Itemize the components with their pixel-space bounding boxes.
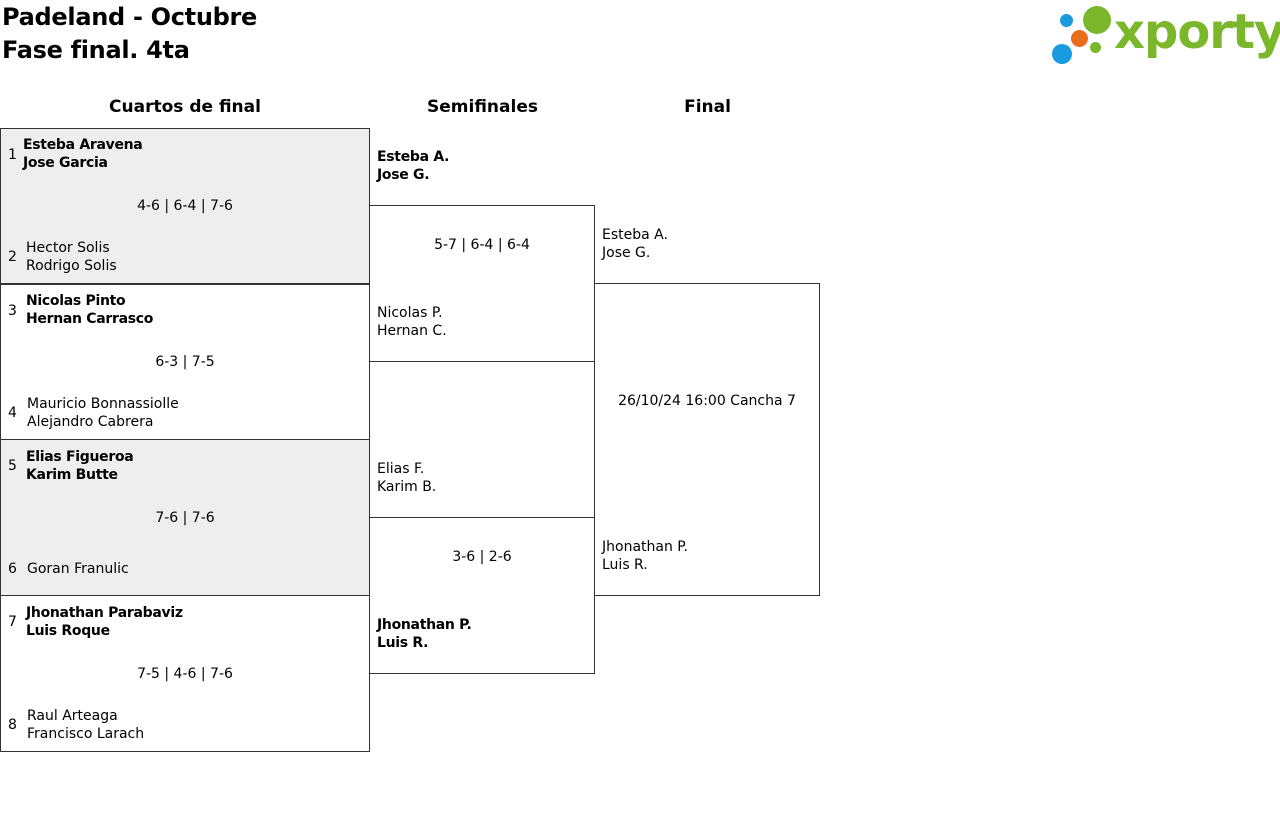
round-header-final: Final [684, 97, 731, 117]
player-name: Hector Solis [26, 240, 110, 256]
player-name: Karim B. [377, 479, 437, 495]
player-name: Elias Figueroa [26, 449, 134, 465]
team-loser: Nicolas P. Hernan C. [377, 304, 447, 340]
xporty-logo[interactable]: xporty [1050, 4, 1280, 68]
logo-dot-blue-small-icon [1060, 14, 1073, 27]
player-name: Raul Arteaga [27, 708, 118, 724]
player-name: Mauricio Bonnassiolle [27, 396, 179, 412]
seed-number: 8 [8, 717, 17, 733]
seed-number: 5 [8, 458, 17, 474]
team-loser: Goran Franulic [27, 560, 129, 578]
final-team-a: Esteba A. Jose G. [602, 226, 668, 262]
team-winner: Jhonathan Parabaviz Luis Roque [26, 604, 183, 640]
match-score: 5-7 | 6-4 | 6-4 [434, 237, 530, 253]
match-score: 7-5 | 4-6 | 7-6 [137, 666, 233, 682]
seed-number: 6 [8, 561, 17, 577]
round-header-semifinals: Semifinales [427, 97, 538, 117]
player-name: Karim Butte [26, 467, 118, 483]
player-name: Esteba A. [602, 227, 668, 243]
seed-number: 7 [8, 614, 17, 630]
match-score: 3-6 | 2-6 [452, 549, 512, 565]
seed-number: 4 [8, 405, 17, 421]
team-winner: Esteba Aravena Jose Garcia [23, 136, 143, 172]
team-winner: Jhonathan P. Luis R. [377, 616, 472, 652]
final-team-b: Jhonathan P. Luis R. [602, 538, 688, 574]
quarterfinal-match-1[interactable]: 1 Esteba Aravena Jose Garcia 4-6 | 6-4 |… [0, 128, 370, 285]
player-name: Rodrigo Solis [26, 258, 117, 274]
match-score: 7-6 | 7-6 [155, 510, 215, 526]
player-name: Luis Roque [26, 623, 110, 639]
semifinal-2-team-loser: Elias F. Karim B. [377, 460, 436, 496]
player-name: Esteba A. [377, 149, 450, 165]
final-match[interactable]: 26/10/24 16:00 Cancha 7 Jhonathan P. Lui… [594, 283, 820, 596]
match-score: 6-3 | 7-5 [155, 354, 215, 370]
player-name: Alejandro Cabrera [27, 414, 154, 430]
player-name: Luis R. [377, 635, 429, 651]
logo-dot-green-small-icon [1090, 42, 1101, 53]
player-name: Jhonathan Parabaviz [26, 605, 183, 621]
semifinal-1-team-winner: Esteba A. Jose G. [377, 148, 449, 184]
seed-number: 3 [8, 303, 17, 319]
logo-dot-blue-icon [1052, 44, 1072, 64]
seed-number: 1 [8, 147, 17, 163]
player-name: Nicolas P. [377, 305, 443, 321]
player-name: Luis R. [602, 557, 648, 573]
player-name: Esteba Aravena [23, 137, 143, 153]
round-header-quarterfinals: Cuartos de final [109, 97, 261, 117]
player-name: Jhonathan P. [602, 539, 688, 555]
player-name: Goran Franulic [27, 561, 129, 577]
logo-dot-orange-icon [1071, 30, 1088, 47]
quarterfinal-match-2[interactable]: 3 Nicolas Pinto Hernan Carrasco 6-3 | 7-… [0, 283, 370, 440]
page-title: Padeland - Octubre [2, 3, 258, 31]
semifinal-match-2[interactable]: 3-6 | 2-6 Jhonathan P. Luis R. [369, 517, 595, 674]
team-winner: Nicolas Pinto Hernan Carrasco [26, 292, 153, 328]
quarterfinal-match-3[interactable]: 5 Elias Figueroa Karim Butte 7-6 | 7-6 6… [0, 439, 370, 596]
player-name: Hernan C. [377, 323, 447, 339]
match-schedule: 26/10/24 16:00 Cancha 7 [618, 393, 796, 409]
page-subtitle: Fase final. 4ta [2, 36, 190, 64]
logo-dot-green-icon [1083, 6, 1111, 34]
player-name: Jhonathan P. [377, 617, 472, 633]
logo-text: xporty [1114, 4, 1280, 60]
team-loser: Mauricio Bonnassiolle Alejandro Cabrera [27, 395, 179, 431]
semifinal-match-1[interactable]: 5-7 | 6-4 | 6-4 Nicolas P. Hernan C. [369, 205, 595, 362]
team-loser: Raul Arteaga Francisco Larach [27, 707, 144, 743]
team-loser: Hector Solis Rodrigo Solis [26, 239, 117, 275]
player-name: Jose G. [377, 167, 430, 183]
seed-number: 2 [8, 249, 17, 265]
player-name: Jose Garcia [23, 155, 108, 171]
player-name: Francisco Larach [27, 726, 145, 742]
quarterfinal-match-4[interactable]: 7 Jhonathan Parabaviz Luis Roque 7-5 | 4… [0, 595, 370, 752]
match-score: 4-6 | 6-4 | 7-6 [137, 198, 233, 214]
player-name: Nicolas Pinto [26, 293, 126, 309]
team-winner: Elias Figueroa Karim Butte [26, 448, 134, 484]
player-name: Elias F. [377, 461, 425, 477]
player-name: Jose G. [602, 245, 651, 261]
player-name: Hernan Carrasco [26, 311, 154, 327]
